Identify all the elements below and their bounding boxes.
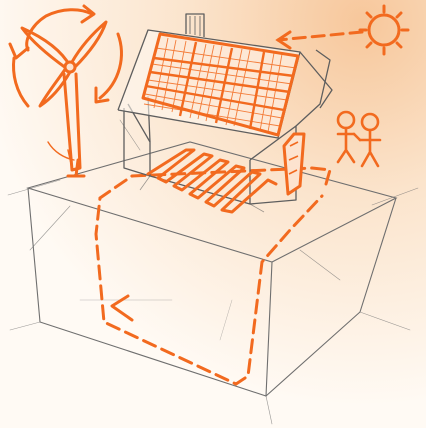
heat-pump-unit: [284, 134, 304, 194]
